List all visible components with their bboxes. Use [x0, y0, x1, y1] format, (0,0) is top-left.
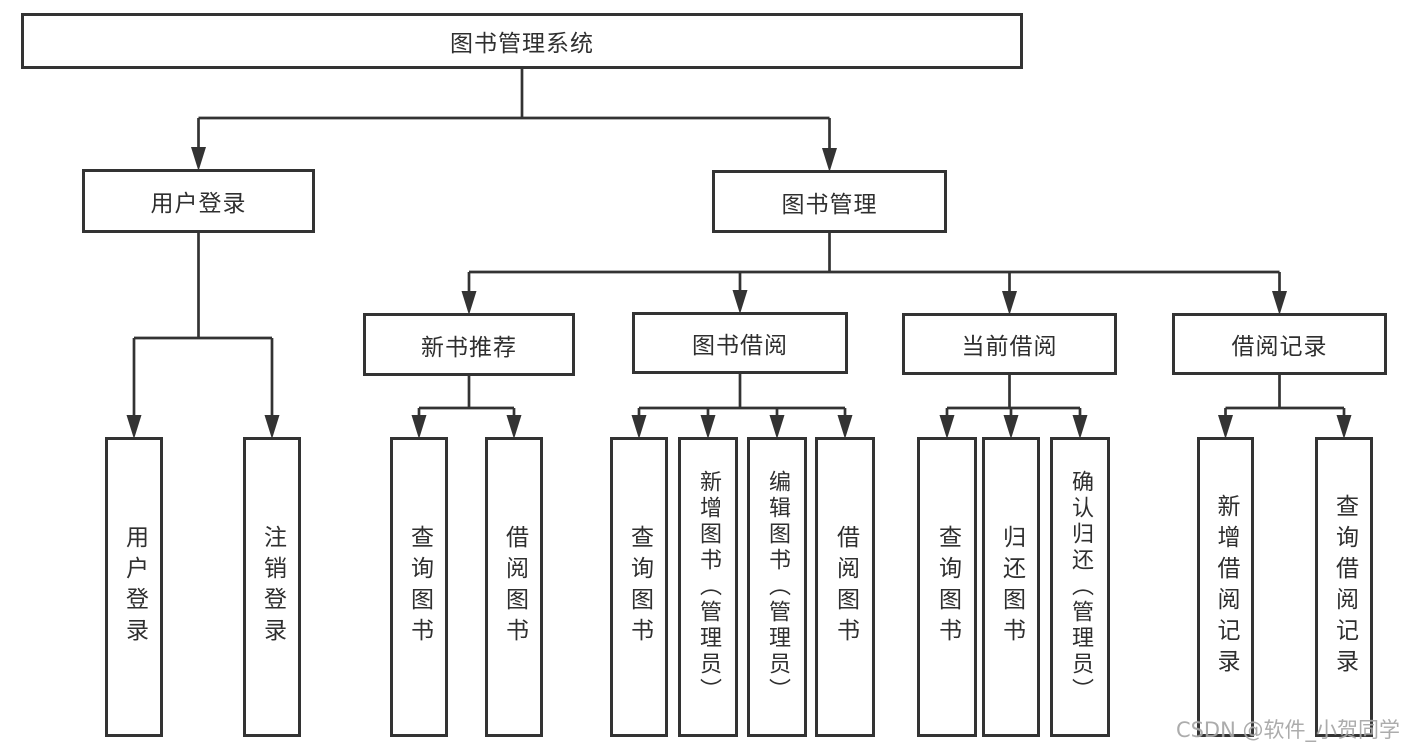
node-label: 新书推荐 [421, 334, 517, 361]
arrowhead-icon [264, 415, 280, 439]
arrowhead-icon [1336, 415, 1352, 439]
arrowhead-icon [837, 415, 853, 439]
arrowhead-icon [1003, 415, 1019, 439]
node-label: 借阅图书 [832, 525, 859, 649]
node-label: 当前借阅 [961, 334, 1058, 360]
node-login: 用户登录 [82, 169, 315, 233]
arrowhead-icon [822, 148, 837, 172]
arrowhead-icon [769, 415, 785, 439]
node-current: 当前借阅 [902, 313, 1117, 375]
watermark: CSDN @软件_小贺同学 [1175, 718, 1400, 742]
node-label: 查询图书 [406, 525, 433, 649]
node-label: 用户登录 [150, 191, 247, 217]
node-label: 图书管理 [781, 191, 878, 218]
arrowhead-icon [732, 290, 748, 314]
node-b4: 借阅图书 [815, 437, 875, 737]
node-label: 查询借阅记录 [1331, 494, 1358, 680]
node-b2: 新增图书（管理员） [678, 437, 738, 737]
arrowhead-icon [1218, 415, 1233, 439]
node-c2: 归还图书 [982, 437, 1040, 737]
node-label: 借阅图书 [501, 525, 528, 649]
node-records: 借阅记录 [1172, 313, 1387, 375]
node-label: 查询图书 [934, 525, 961, 649]
node-label: 注销登录 [259, 525, 286, 649]
node-b3: 编辑图书（管理员） [747, 437, 807, 737]
arrowhead-icon [506, 415, 522, 439]
arrowhead-icon [631, 415, 647, 439]
node-borrow: 图书借阅 [632, 312, 848, 374]
node-label: 新增图书（管理员） [696, 470, 721, 704]
arrowhead-icon [700, 415, 716, 439]
node-label: 借阅记录 [1231, 334, 1328, 360]
node-label: 编辑图书（管理员） [765, 470, 790, 704]
node-label: 查询图书 [626, 525, 653, 649]
node-r2: 查询借阅记录 [1315, 437, 1373, 737]
arrowhead-icon [1272, 291, 1287, 315]
node-r1: 新增借阅记录 [1197, 437, 1254, 737]
node-label: 用户登录 [121, 525, 148, 649]
node-root: 图书管理系统 [21, 13, 1023, 69]
node-c3: 确认归还（管理员） [1050, 437, 1110, 737]
node-label: 新增借阅记录 [1213, 494, 1239, 680]
node-label: 确认归还（管理员） [1068, 470, 1093, 704]
arrowhead-icon [191, 147, 206, 171]
arrowhead-icon [939, 415, 955, 439]
node-c1: 查询图书 [917, 437, 977, 737]
node-l2: 注销登录 [243, 437, 301, 737]
node-l1: 用户登录 [105, 437, 163, 737]
arrowhead-icon [411, 415, 427, 439]
node-label: 归还图书 [998, 525, 1025, 649]
node-newbook: 新书推荐 [363, 313, 575, 376]
arrowhead-icon [461, 291, 477, 315]
node-b1: 查询图书 [610, 437, 668, 737]
arrowhead-icon [1072, 415, 1088, 439]
node-mgmt: 图书管理 [712, 170, 947, 233]
node-label: 图书借阅 [692, 333, 788, 359]
node-n1: 查询图书 [390, 437, 448, 737]
arrowhead-icon [1002, 291, 1017, 315]
node-label: 图书管理系统 [450, 31, 594, 57]
node-n2: 借阅图书 [485, 437, 543, 737]
arrowhead-icon [126, 415, 142, 439]
